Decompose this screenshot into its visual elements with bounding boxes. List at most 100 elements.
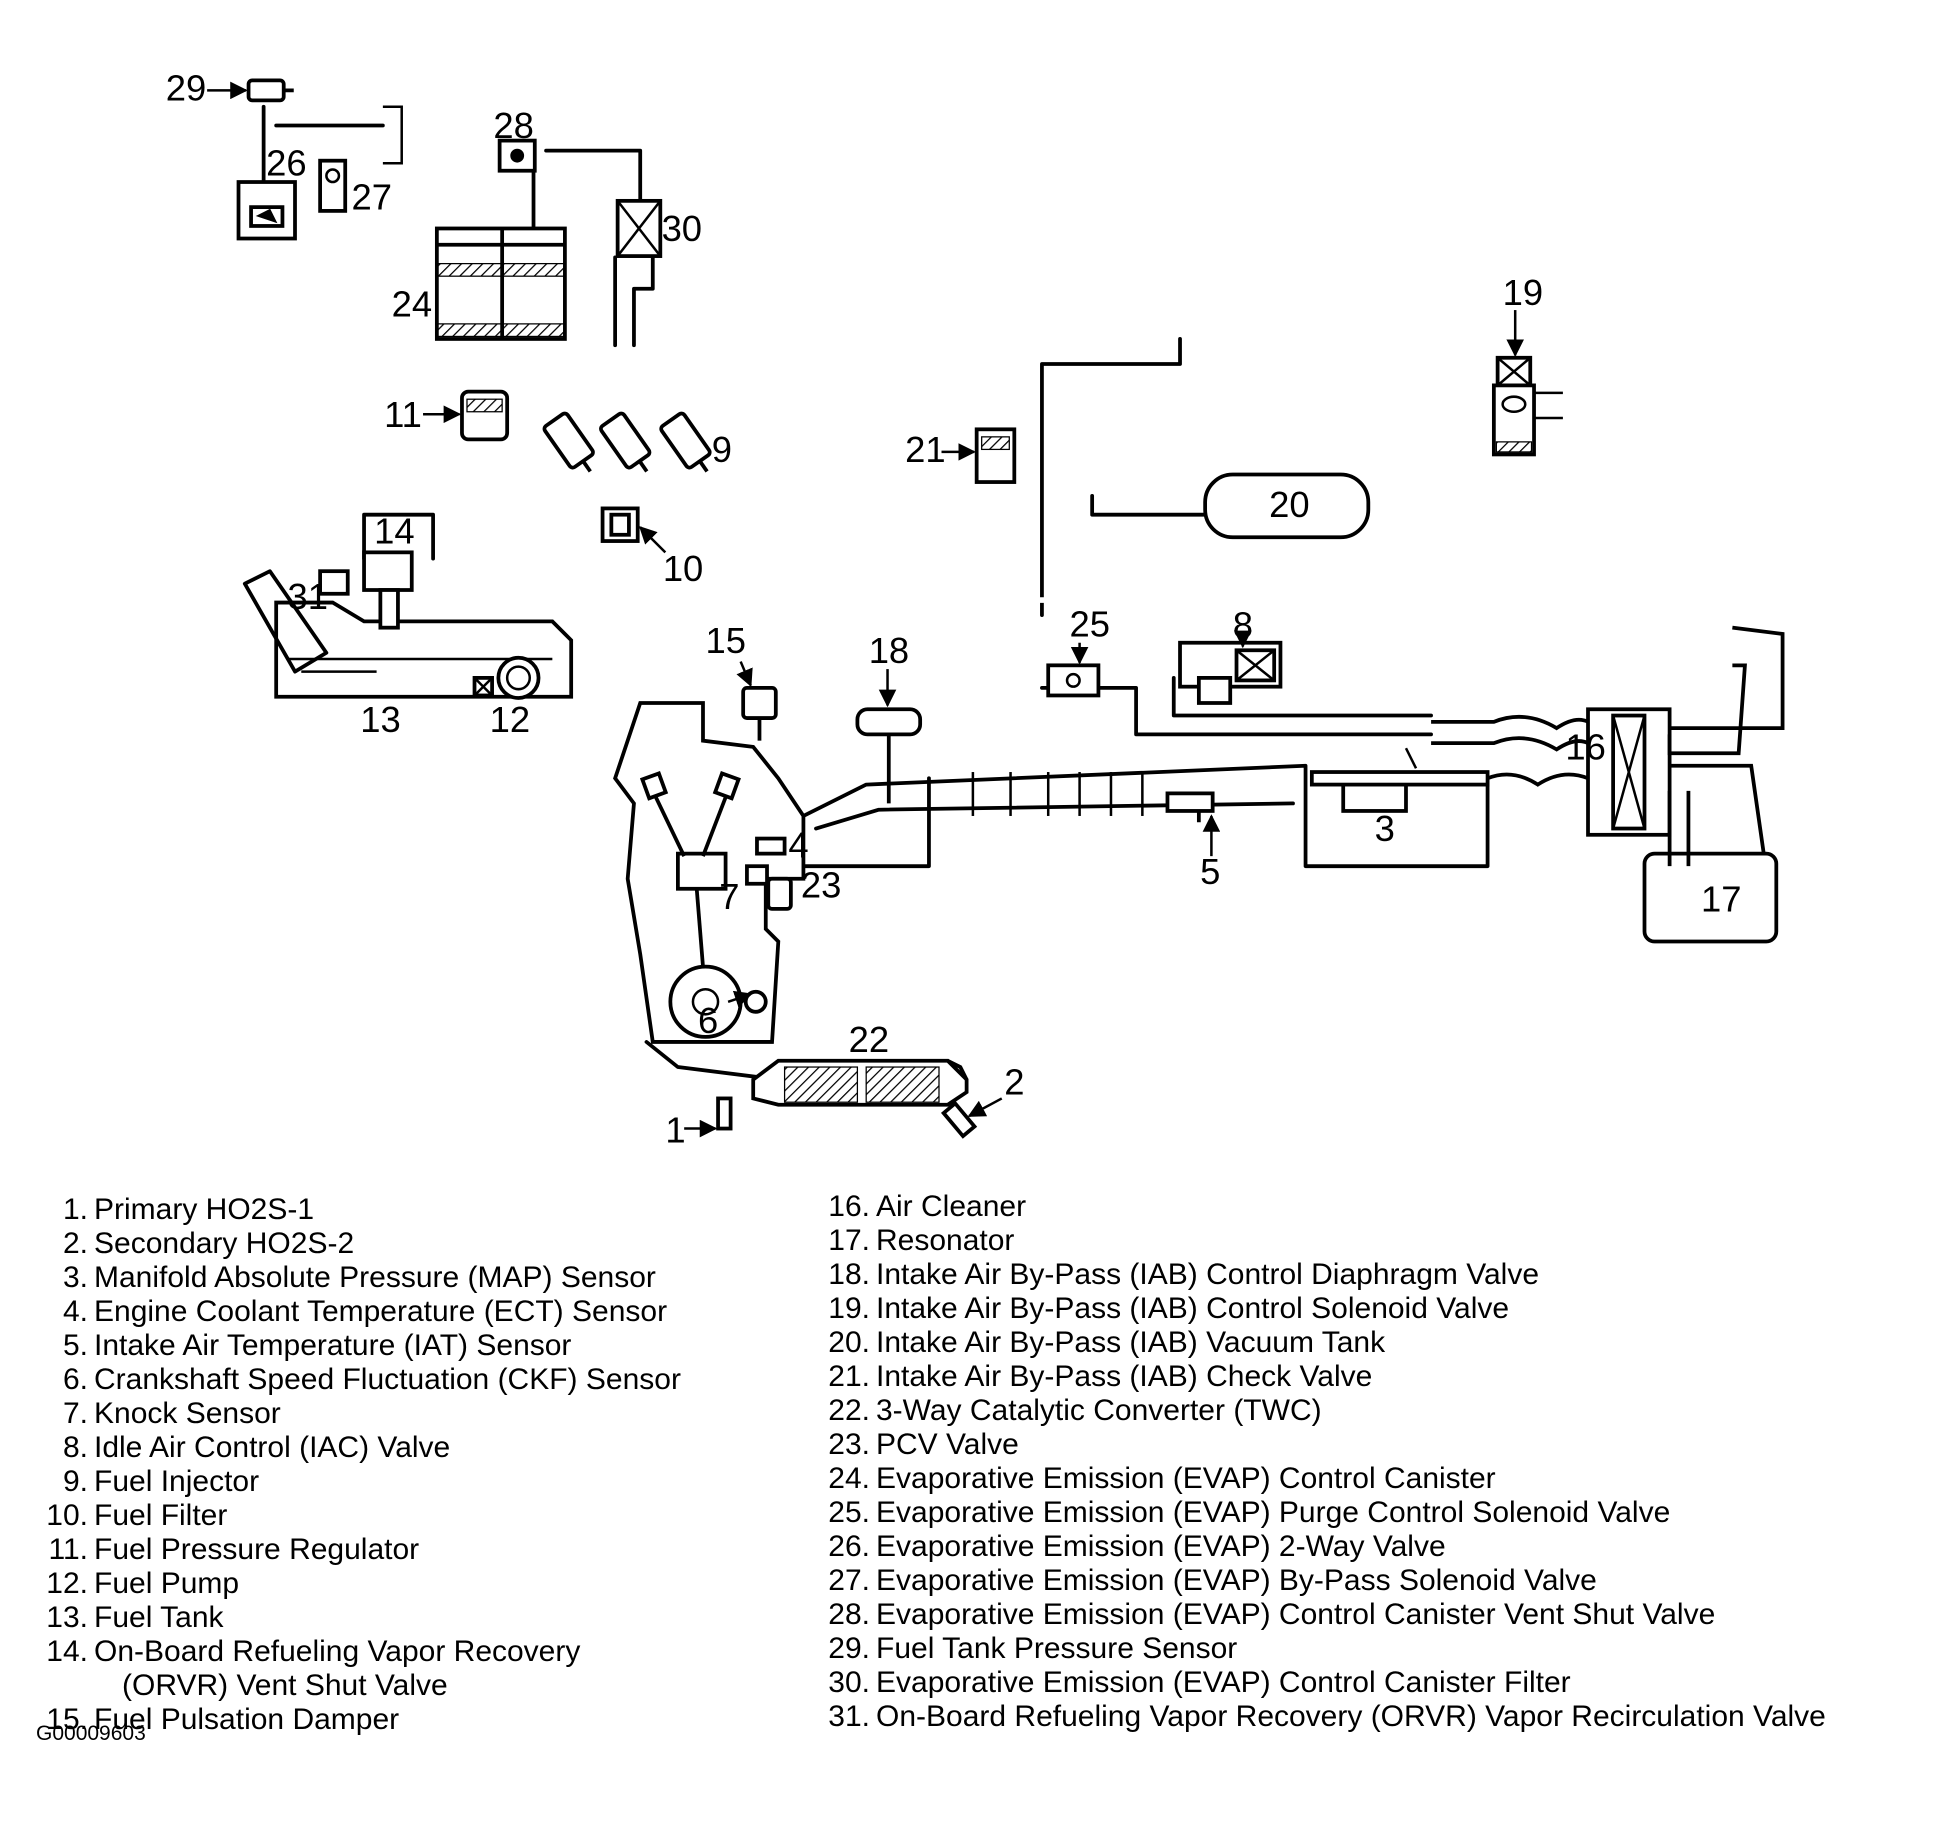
callout-18: 18: [869, 630, 909, 671]
legend-item: (ORVR) Vent Shut Valve: [38, 1669, 681, 1703]
fuel-pump-12: [472, 655, 541, 700]
fuel-injectors-9: [542, 411, 712, 473]
legend-item-number: 11.: [48, 1533, 88, 1566]
legend-item-number: 25.: [828, 1496, 870, 1529]
callout-28: 28: [493, 105, 533, 146]
legend-item-text: Fuel Pump: [94, 1567, 240, 1600]
callout-1: 1: [665, 1109, 685, 1150]
legend-item-number: 19.: [828, 1292, 870, 1325]
iat-sensor-5: [1165, 791, 1215, 823]
pcv-valve-23: [766, 876, 793, 911]
legend-item: 3.Manifold Absolute Pressure (MAP) Senso…: [38, 1261, 681, 1295]
legend-item-number: 16.: [828, 1190, 870, 1223]
fuel-filter-10: [600, 506, 640, 543]
orvr-vapor-recirculation-valve-31: [318, 569, 350, 596]
legend-item-number: 21.: [828, 1360, 870, 1393]
legend-item: 2.Secondary HO2S-2: [38, 1227, 681, 1261]
legend-item-number: 5.: [62, 1329, 88, 1362]
legend-item-text: Idle Air Control (IAC) Valve: [94, 1431, 451, 1464]
callout-8: 8: [1233, 605, 1253, 646]
legend-item-number: 4.: [62, 1295, 88, 1328]
legend-item-text: Secondary HO2S-2: [94, 1227, 355, 1260]
air-cleaner-16: [1431, 625, 1785, 854]
legend-item-text: Fuel Pressure Regulator: [94, 1533, 420, 1566]
legend-item: 17.Resonator: [820, 1224, 1826, 1258]
callout-9: 9: [712, 429, 732, 470]
legend-item-number: 22.: [828, 1394, 870, 1427]
legend-item-number: 28.: [828, 1598, 870, 1631]
legend-item-text: Intake Air Temperature (IAT) Sensor: [94, 1329, 572, 1362]
legend-item-number: 12.: [46, 1567, 88, 1600]
canister-vent-shut-valve-28: [497, 138, 537, 173]
legend-item-text: On-Board Refueling Vapor Recovery: [94, 1635, 581, 1668]
callout-5: 5: [1200, 851, 1220, 892]
canister-filter-30: [615, 198, 663, 258]
callout-15: 15: [706, 620, 746, 661]
legend-item: 20.Intake Air By-Pass (IAB) Vacuum Tank: [820, 1326, 1826, 1360]
idle-air-control-valve-8: [1178, 640, 1283, 705]
legend-item: 8.Idle Air Control (IAC) Valve: [38, 1431, 681, 1465]
legend-item-number: 20.: [828, 1326, 870, 1359]
knock-sensor-7: [745, 864, 769, 886]
legend-item-text: Manifold Absolute Pressure (MAP) Sensor: [94, 1261, 656, 1294]
legend-item: 14.On-Board Refueling Vapor Recovery: [38, 1635, 681, 1669]
fuel-pressure-regulator-11: [460, 389, 510, 442]
legend-item-text: Crankshaft Speed Fluctuation (CKF) Senso…: [94, 1363, 681, 1396]
legend-item-text: Fuel Filter: [94, 1499, 228, 1532]
legend-item-number: 26.: [828, 1530, 870, 1563]
evap-purge-control-solenoid-25: [1046, 663, 1101, 698]
callout-13: 13: [360, 699, 400, 740]
legend-item-text: 3-Way Catalytic Converter (TWC): [876, 1394, 1322, 1427]
callout-12: 12: [490, 699, 530, 740]
legend-item-number: 29.: [828, 1632, 870, 1665]
iab-vacuum-tank-20: [1203, 472, 1371, 540]
legend-item-number: 27.: [828, 1564, 870, 1597]
legend-item-text: Fuel Pulsation Damper: [94, 1703, 400, 1736]
callout-26: 26: [266, 143, 306, 184]
legend-item: 28.Evaporative Emission (EVAP) Control C…: [820, 1598, 1826, 1632]
legend-item: 25.Evaporative Emission (EVAP) Purge Con…: [820, 1496, 1826, 1530]
evap-2-way-valve-26: [236, 180, 297, 241]
callout-labels: 1 2 3 4 5 6 7 8 9 10 11 12 13 14 15 16 1…: [166, 67, 1742, 1150]
callout-22: 22: [849, 1019, 889, 1060]
iab-control-diaphragm-valve-18: [855, 707, 923, 804]
legend-item-text: Knock Sensor: [94, 1397, 281, 1430]
legend-item: 21.Intake Air By-Pass (IAB) Check Valve: [820, 1360, 1826, 1394]
callout-6: 6: [698, 1000, 718, 1041]
legend-item-text: Intake Air By-Pass (IAB) Check Valve: [876, 1360, 1373, 1393]
legend-item: 15.Fuel Pulsation Damper: [38, 1703, 681, 1737]
legend-item: 4.Engine Coolant Temperature (ECT) Senso…: [38, 1295, 681, 1329]
callout-24: 24: [392, 283, 432, 324]
callout-17: 17: [1701, 878, 1741, 919]
legend-item-number: 18.: [828, 1258, 870, 1291]
legend-item: 27.Evaporative Emission (EVAP) By-Pass S…: [820, 1564, 1826, 1598]
callout-30: 30: [662, 208, 702, 249]
callout-21: 21: [905, 429, 945, 470]
legend-item-text: Air Cleaner: [876, 1190, 1027, 1223]
legend-item: 22.3-Way Catalytic Converter (TWC): [820, 1394, 1826, 1428]
catalytic-converter-22: [751, 1058, 969, 1107]
legend-item: 19.Intake Air By-Pass (IAB) Control Sole…: [820, 1292, 1826, 1326]
legend-item: 23.PCV Valve: [820, 1428, 1826, 1462]
legend-item-text: Fuel Tank: [94, 1601, 224, 1634]
legend-item-text: Evaporative Emission (EVAP) Control Cani…: [876, 1598, 1716, 1631]
orvr-vent-shut-valve-14: [362, 550, 414, 630]
legend-item: 13.Fuel Tank: [38, 1601, 681, 1635]
legend-item: 31.On-Board Refueling Vapor Recovery (OR…: [820, 1700, 1826, 1734]
legend-item-text: Evaporative Emission (EVAP) By-Pass Sole…: [876, 1564, 1597, 1597]
primary-ho2s-1: [716, 1096, 733, 1131]
legend-item-text: Evaporative Emission (EVAP) Control Cani…: [876, 1666, 1571, 1699]
callout-4: 4: [788, 824, 808, 865]
iab-check-valve-21: [974, 427, 1017, 484]
legend-item-number: 31.: [828, 1700, 870, 1733]
legend-item-number: 14.: [46, 1635, 88, 1668]
legend-item-text: (ORVR) Vent Shut Valve: [122, 1669, 448, 1702]
secondary-ho2s-2: [940, 1100, 978, 1139]
callout-2: 2: [1004, 1062, 1024, 1103]
callout-27: 27: [351, 177, 391, 218]
legend-item-text: Primary HO2S-1: [94, 1193, 315, 1226]
fuel-tank-pressure-sensor-29: [246, 78, 403, 165]
callout-11: 11: [384, 394, 422, 435]
legend-item-text: Intake Air By-Pass (IAB) Control Diaphra…: [876, 1258, 1540, 1291]
